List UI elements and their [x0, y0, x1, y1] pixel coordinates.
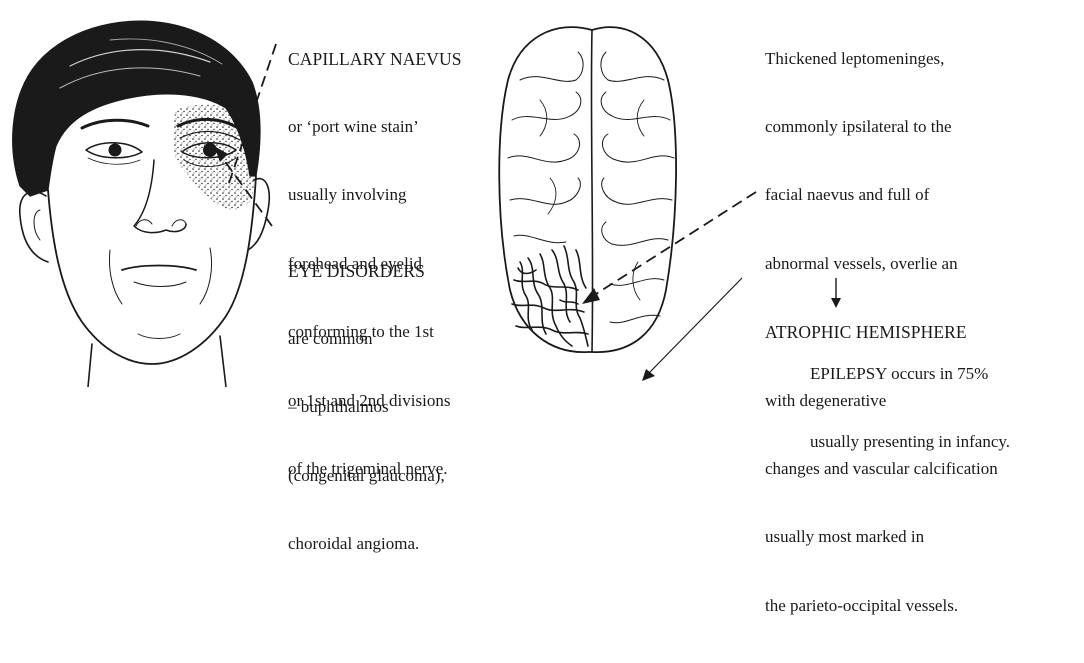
meninges-line: facial naevus and full of — [765, 184, 998, 207]
meninges-line: the parieto-occipital vessels. — [765, 595, 998, 618]
epilepsy-label: EPILEPSY occurs in 75% usually presentin… — [810, 317, 1010, 499]
naevus-line: usually involving — [288, 184, 462, 207]
naevus-line: or ‘port wine stain’ — [288, 116, 462, 139]
naevus-title: CAPILLARY NAEVUS — [288, 48, 462, 71]
hemisphere-leader-arrowhead — [582, 288, 600, 304]
eye-line: choroidal angioma. — [288, 533, 445, 556]
calcification-pattern — [512, 246, 588, 346]
left-eyebrow — [82, 120, 148, 128]
meninges-line: commonly ipsilateral to the — [765, 116, 998, 139]
meninges-line: usually most marked in — [765, 526, 998, 549]
longitudinal-fissure — [591, 30, 592, 352]
eye-line: – buphthalmos — [288, 396, 445, 419]
brain-illustration — [499, 27, 676, 352]
brain-outline — [499, 27, 676, 352]
hemisphere-leader — [596, 192, 756, 294]
eye-line: (congenital glaucoma), — [288, 465, 445, 488]
mouth — [122, 266, 196, 271]
diagonal-arrow-line — [650, 278, 742, 372]
meninges-line: abnormal vessels, overlie an — [765, 253, 998, 276]
diagonal-arrowhead — [642, 369, 655, 381]
diagram-stage: CAPILLARY NAEVUS or ‘port wine stain’ us… — [0, 0, 1084, 387]
meninges-line: Thickened leptomeninges, — [765, 48, 998, 71]
nose — [134, 160, 186, 233]
eye-line: are common — [288, 328, 445, 351]
eye-disorders-label: EYE DISORDERS are common – buphthalmos (… — [288, 214, 445, 602]
epilepsy-line: EPILEPSY occurs in 75% — [810, 363, 1010, 386]
face-illustration — [13, 21, 270, 387]
epilepsy-line: usually presenting in infancy. — [810, 431, 1010, 454]
eye-title: EYE DISORDERS — [288, 260, 445, 283]
